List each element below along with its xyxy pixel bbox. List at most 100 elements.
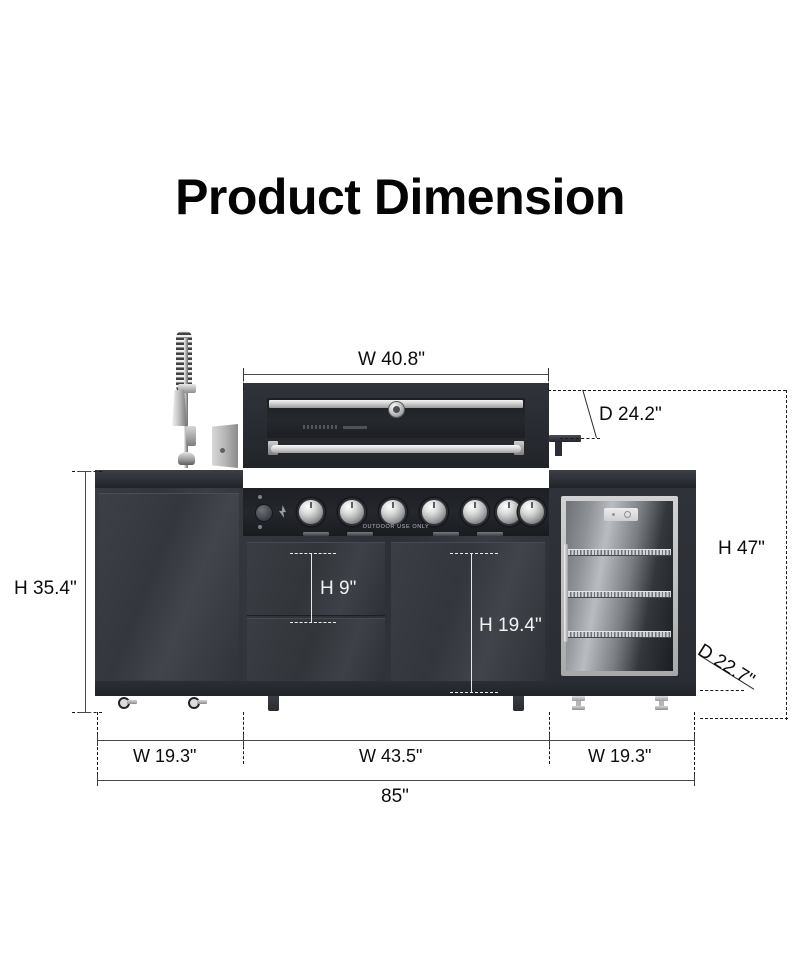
thermometer-gauge-icon	[388, 401, 405, 418]
extension-line	[548, 374, 549, 390]
cabinet-plinth-right	[549, 681, 696, 696]
grill-hood-vent	[303, 425, 339, 429]
cabinet-door-left[interactable]	[99, 493, 239, 680]
side-burner-knob-icon	[220, 448, 225, 453]
dimension-label-left-width: W 19.3"	[133, 746, 197, 766]
panel-vent-slot-3	[433, 532, 459, 536]
cabinet-drawer-bottom[interactable]	[247, 618, 385, 683]
end-tick	[694, 734, 695, 746]
end-tick	[97, 774, 98, 786]
cabinet-drawer-top[interactable]	[247, 542, 385, 616]
dimension-label-counter-height: H 35.4"	[14, 578, 77, 599]
end-tick	[79, 471, 91, 472]
caster-brake-lever	[127, 700, 137, 704]
panel-vent-slot-2	[347, 532, 373, 536]
panel-screw-top-icon	[258, 495, 262, 499]
grill-head	[243, 383, 549, 468]
beverage-fridge-glass-door	[566, 501, 673, 671]
cabinet-plinth-left	[95, 681, 243, 696]
end-tick	[79, 712, 91, 713]
measure-line	[97, 780, 694, 781]
extension-line	[786, 390, 787, 720]
extension-line	[548, 390, 786, 391]
beverage-fridge-door-frame[interactable]	[561, 496, 678, 676]
burner-knob-4[interactable]	[420, 498, 448, 526]
fridge-door-handle[interactable]	[564, 544, 568, 642]
extension-line	[560, 438, 600, 439]
extension-line	[450, 553, 498, 554]
measure-line	[311, 553, 312, 622]
end-tick	[694, 774, 695, 786]
faucet-sprayer-head	[172, 390, 187, 426]
panel-vent-slot-1	[303, 532, 329, 536]
measure-line	[471, 553, 472, 692]
burner-knob-7[interactable]	[518, 498, 546, 526]
leader-line	[582, 389, 597, 438]
leveling-foot-stem	[659, 701, 664, 706]
cabinet-door-center[interactable]	[391, 542, 545, 683]
extension-line	[243, 374, 244, 390]
cabinet-leg-1	[268, 696, 279, 711]
fridge-control-panel[interactable]	[604, 508, 638, 521]
extension-line	[694, 712, 695, 780]
burner-knob-2[interactable]	[338, 498, 366, 526]
dimension-label-center-width: W 43.5"	[359, 746, 423, 766]
dimension-label-overall-height: H 47"	[718, 538, 765, 559]
spark-icon	[279, 505, 286, 518]
dimension-label-drawer-opening: H 9"	[320, 578, 357, 599]
measure-line	[85, 471, 86, 712]
cabinet-module-right	[549, 488, 696, 696]
cabinet-leg-2	[513, 696, 524, 711]
panel-screw-bottom-icon	[258, 525, 262, 529]
dimension-label-right-width: W 19.3"	[588, 746, 652, 766]
cabinet-module-center: OUTDOOR USE ONLY	[243, 488, 549, 696]
dimension-label-grill-depth: D 24.2"	[599, 404, 662, 425]
leveling-foot-base	[572, 706, 585, 710]
control-panel-caption: OUTDOOR USE ONLY	[362, 524, 430, 530]
grill-side-burner-box-left	[212, 424, 238, 468]
ignition-switch[interactable]	[255, 504, 273, 522]
page-title: Product Dimension	[175, 169, 625, 225]
end-tick	[548, 368, 549, 380]
cabinet-plinth-center	[243, 681, 549, 696]
burner-knob-1[interactable]	[297, 498, 325, 526]
fridge-shelf-3	[568, 631, 671, 638]
burner-knob-5[interactable]	[461, 498, 489, 526]
extension-line	[450, 692, 498, 693]
extension-line	[700, 718, 788, 719]
leveling-foot-pad	[572, 696, 585, 701]
grill-hood-handle	[271, 445, 521, 453]
fridge-indicator-light-icon	[612, 513, 615, 516]
extension-line	[290, 553, 336, 554]
leveling-foot-base	[655, 706, 668, 710]
leveling-foot-2	[655, 696, 668, 710]
panel-vent-slot-4	[477, 532, 503, 536]
end-tick	[243, 368, 244, 380]
grill-hood-badge	[343, 426, 367, 429]
caster-brake-lever	[197, 700, 207, 704]
end-tick	[549, 734, 550, 746]
dimension-label-base-depth: D 22.7"	[693, 640, 759, 692]
fridge-thermostat-dial-icon[interactable]	[624, 511, 631, 518]
faucet-neck	[184, 338, 188, 468]
dimension-label-overall-width: 85"	[381, 786, 409, 807]
leveling-foot-pad	[655, 696, 668, 701]
measure-line	[97, 740, 694, 741]
countertop-right	[549, 470, 696, 488]
leveling-foot-1	[572, 696, 585, 710]
control-panel: OUTDOOR USE ONLY	[243, 488, 549, 537]
extension-line	[290, 622, 336, 623]
center-cabinet-body	[243, 536, 549, 696]
countertop-left	[95, 470, 243, 488]
faucet-lever-handle	[186, 426, 196, 446]
extension-line	[700, 690, 744, 691]
caster-wheel-1	[118, 696, 137, 711]
end-tick	[243, 734, 244, 746]
faucet-collar	[178, 384, 196, 393]
dimension-label-grill-width: W 40.8"	[358, 349, 425, 370]
faucet-base	[178, 452, 195, 465]
leveling-foot-stem	[576, 701, 581, 706]
fridge-shelf-2	[568, 591, 671, 598]
burner-knob-3[interactable]	[379, 498, 407, 526]
